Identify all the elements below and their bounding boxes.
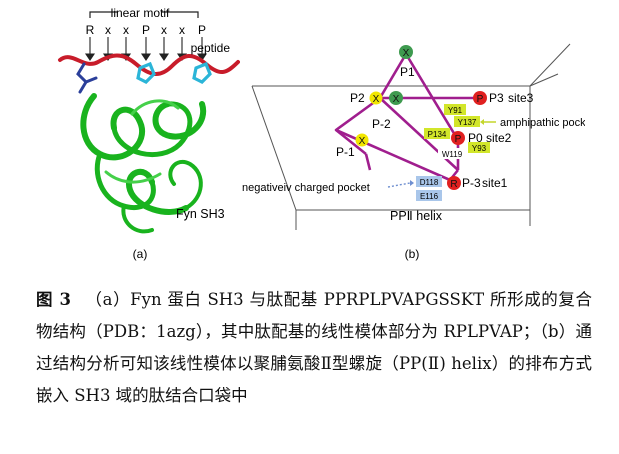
panel-b-figure: X X X X P P R P1 P2 P-1 P-2 P3 P0 P-3 si… <box>242 43 585 261</box>
ppii-helix-label: PPⅡ helix <box>390 209 443 223</box>
motif-letter: x <box>179 23 185 37</box>
site-label-p-2: P-2 <box>372 117 391 131</box>
svg-text:X: X <box>403 48 410 59</box>
residue-tag-d118: D118 <box>416 176 442 187</box>
svg-text:Y137: Y137 <box>458 118 477 127</box>
svg-text:X: X <box>393 94 400 105</box>
svg-text:Y93: Y93 <box>472 144 487 153</box>
panel-a-figure: linear motif R x x P x x P peptide <box>58 6 240 261</box>
panel-a-label: (a) <box>133 247 148 261</box>
motif-letter: x <box>105 23 111 37</box>
svg-text:W119: W119 <box>442 150 463 159</box>
figure-number: 图 3 <box>36 290 71 309</box>
negative-charged-pocket-label: negativeiv charged pocket <box>242 182 370 194</box>
svg-text:Y91: Y91 <box>448 106 463 115</box>
svg-text:P: P <box>477 94 484 105</box>
amphipathic-pocket-label: amphipathic pocket <box>500 117 585 129</box>
motif-letter: P <box>142 23 150 37</box>
site-marker-p3: P <box>473 91 487 105</box>
site-label-p2: P2 <box>350 91 365 105</box>
site-marker-p1: X <box>399 45 413 59</box>
site-marker-p-3: R <box>447 176 461 190</box>
binding-surface-box <box>251 43 571 230</box>
site-label-p1: P1 <box>400 65 415 79</box>
residue-tag-y137: Y137 <box>454 116 480 127</box>
motif-letter: x <box>161 23 167 37</box>
svg-text:P134: P134 <box>428 130 447 139</box>
caption-text: （a）Fyn 蛋白 SH3 与肽配基 PPRPLPVAPGSSKT 所形成的复合… <box>36 290 592 405</box>
motif-letter: R <box>86 23 95 37</box>
figure-caption: 图 3（a）Fyn 蛋白 SH3 与肽配基 PPRPLPVAPGSSKT 所形成… <box>36 284 592 412</box>
svg-text:D118: D118 <box>420 178 439 187</box>
svg-text:X: X <box>373 94 380 105</box>
site-marker-p-1: X <box>355 133 369 147</box>
site-marker-p0: P <box>451 131 465 145</box>
svg-text:P: P <box>455 134 462 145</box>
motif-letter: P <box>198 23 206 37</box>
residue-tag-w119: W119 <box>438 148 466 159</box>
residue-tag-y91: Y91 <box>444 104 466 115</box>
amphipathic-pocket-pointer <box>480 119 496 125</box>
arginine-sidechain <box>76 62 98 94</box>
negative-pocket-pointer <box>387 180 414 188</box>
sh3-ribbon <box>80 93 207 234</box>
svg-text:E116: E116 <box>420 192 439 201</box>
site1-label: site1 <box>482 176 508 190</box>
site-marker-p2: X <box>369 91 383 105</box>
site2-label: site2 <box>486 131 512 145</box>
residue-tag-e116: E116 <box>416 190 442 201</box>
protein-label: Fyn SH3 <box>176 207 225 221</box>
linear-motif-label: linear motif <box>111 6 170 20</box>
site3-label: site3 <box>508 91 534 105</box>
site-label-p-3: P-3 <box>462 176 481 190</box>
site-label-p3: P3 <box>489 91 504 105</box>
proline-sidechain <box>136 61 156 84</box>
site-label-p0: P0 <box>468 131 483 145</box>
panel-b-label: (b) <box>405 247 420 261</box>
site-marker-p2-x: X <box>389 91 403 105</box>
motif-letter: x <box>123 23 129 37</box>
svg-text:X: X <box>359 136 366 147</box>
proline-sidechain <box>192 61 212 84</box>
site-label-p-1: P-1 <box>336 145 355 159</box>
residue-tag-y93: Y93 <box>468 142 490 153</box>
peptide-label: peptide <box>191 41 231 55</box>
svg-text:R: R <box>450 179 457 190</box>
residue-tag-p134: P134 <box>424 128 450 139</box>
